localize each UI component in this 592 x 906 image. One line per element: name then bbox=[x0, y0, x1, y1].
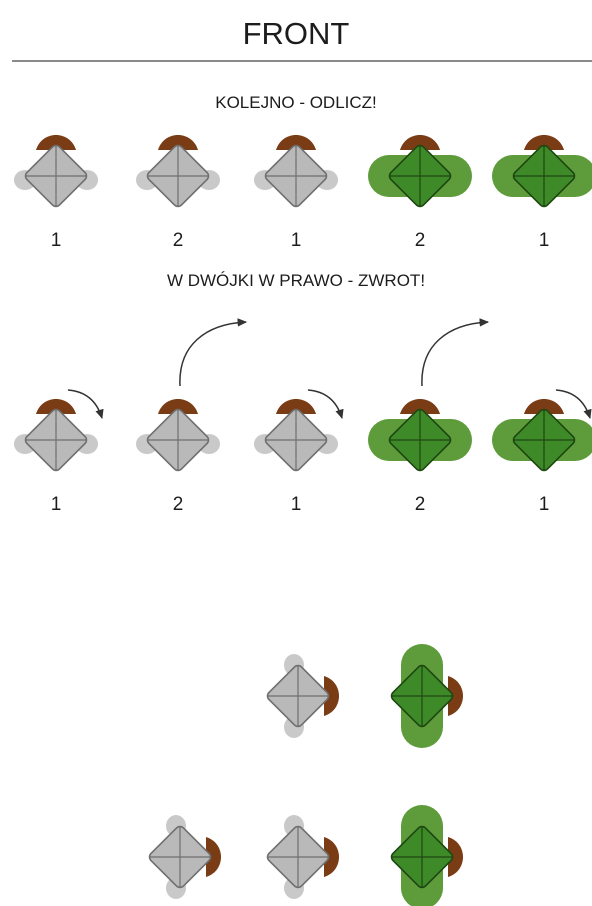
head bbox=[400, 135, 440, 150]
turn-arrow bbox=[307, 389, 344, 420]
formation-rear-1 bbox=[148, 815, 221, 899]
number-label: 2 bbox=[415, 494, 426, 515]
movement-arrows bbox=[67, 318, 592, 420]
turn-arrow bbox=[67, 389, 104, 420]
number-label: 1 bbox=[291, 230, 302, 251]
soldier-row2-2 bbox=[136, 399, 220, 472]
head bbox=[400, 399, 440, 414]
turn-arrow bbox=[555, 389, 592, 420]
head bbox=[524, 135, 564, 150]
number-label: 1 bbox=[539, 230, 550, 251]
soldier-row1-4 bbox=[368, 135, 472, 208]
page-title: FRONT bbox=[243, 16, 350, 51]
step-arrow bbox=[421, 318, 490, 387]
formation-front-2 bbox=[390, 644, 463, 748]
head bbox=[324, 676, 339, 716]
head bbox=[524, 399, 564, 414]
soldier-row1-2 bbox=[136, 135, 220, 208]
head bbox=[276, 399, 316, 414]
number-label: 1 bbox=[539, 494, 550, 515]
number-label: 2 bbox=[415, 230, 426, 251]
header: FRONT bbox=[12, 16, 592, 62]
command-turn-right: W DWÓJKI W PRAWO - ZWROT! bbox=[167, 271, 425, 290]
number-label: 2 bbox=[173, 494, 184, 515]
head bbox=[36, 399, 76, 414]
soldier-row1-1 bbox=[14, 135, 98, 208]
soldier-row2-1 bbox=[14, 399, 98, 472]
number-labels: 1 2 1 2 1 1 2 1 2 1 bbox=[51, 230, 550, 515]
soldier-row2-4 bbox=[368, 399, 472, 472]
head bbox=[324, 837, 339, 877]
head bbox=[158, 399, 198, 414]
soldier-row2-5 bbox=[492, 399, 592, 472]
soldiers-layer bbox=[14, 135, 592, 906]
head bbox=[448, 837, 463, 877]
formation-rear-3 bbox=[390, 805, 463, 906]
formation-front-1 bbox=[266, 654, 339, 738]
head bbox=[158, 135, 198, 150]
soldier-row1-5 bbox=[492, 135, 592, 208]
soldier-row2-3 bbox=[254, 399, 338, 472]
step-arrow bbox=[179, 318, 248, 387]
number-label: 1 bbox=[51, 494, 62, 515]
number-label: 1 bbox=[291, 494, 302, 515]
head bbox=[36, 135, 76, 150]
number-label: 1 bbox=[51, 230, 62, 251]
head bbox=[448, 676, 463, 716]
number-label: 2 bbox=[173, 230, 184, 251]
head bbox=[276, 135, 316, 150]
formation-rear-2 bbox=[266, 815, 339, 899]
command-count-off: KOLEJNO - ODLICZ! bbox=[215, 93, 377, 112]
soldier-row1-3 bbox=[254, 135, 338, 208]
head bbox=[206, 837, 221, 877]
